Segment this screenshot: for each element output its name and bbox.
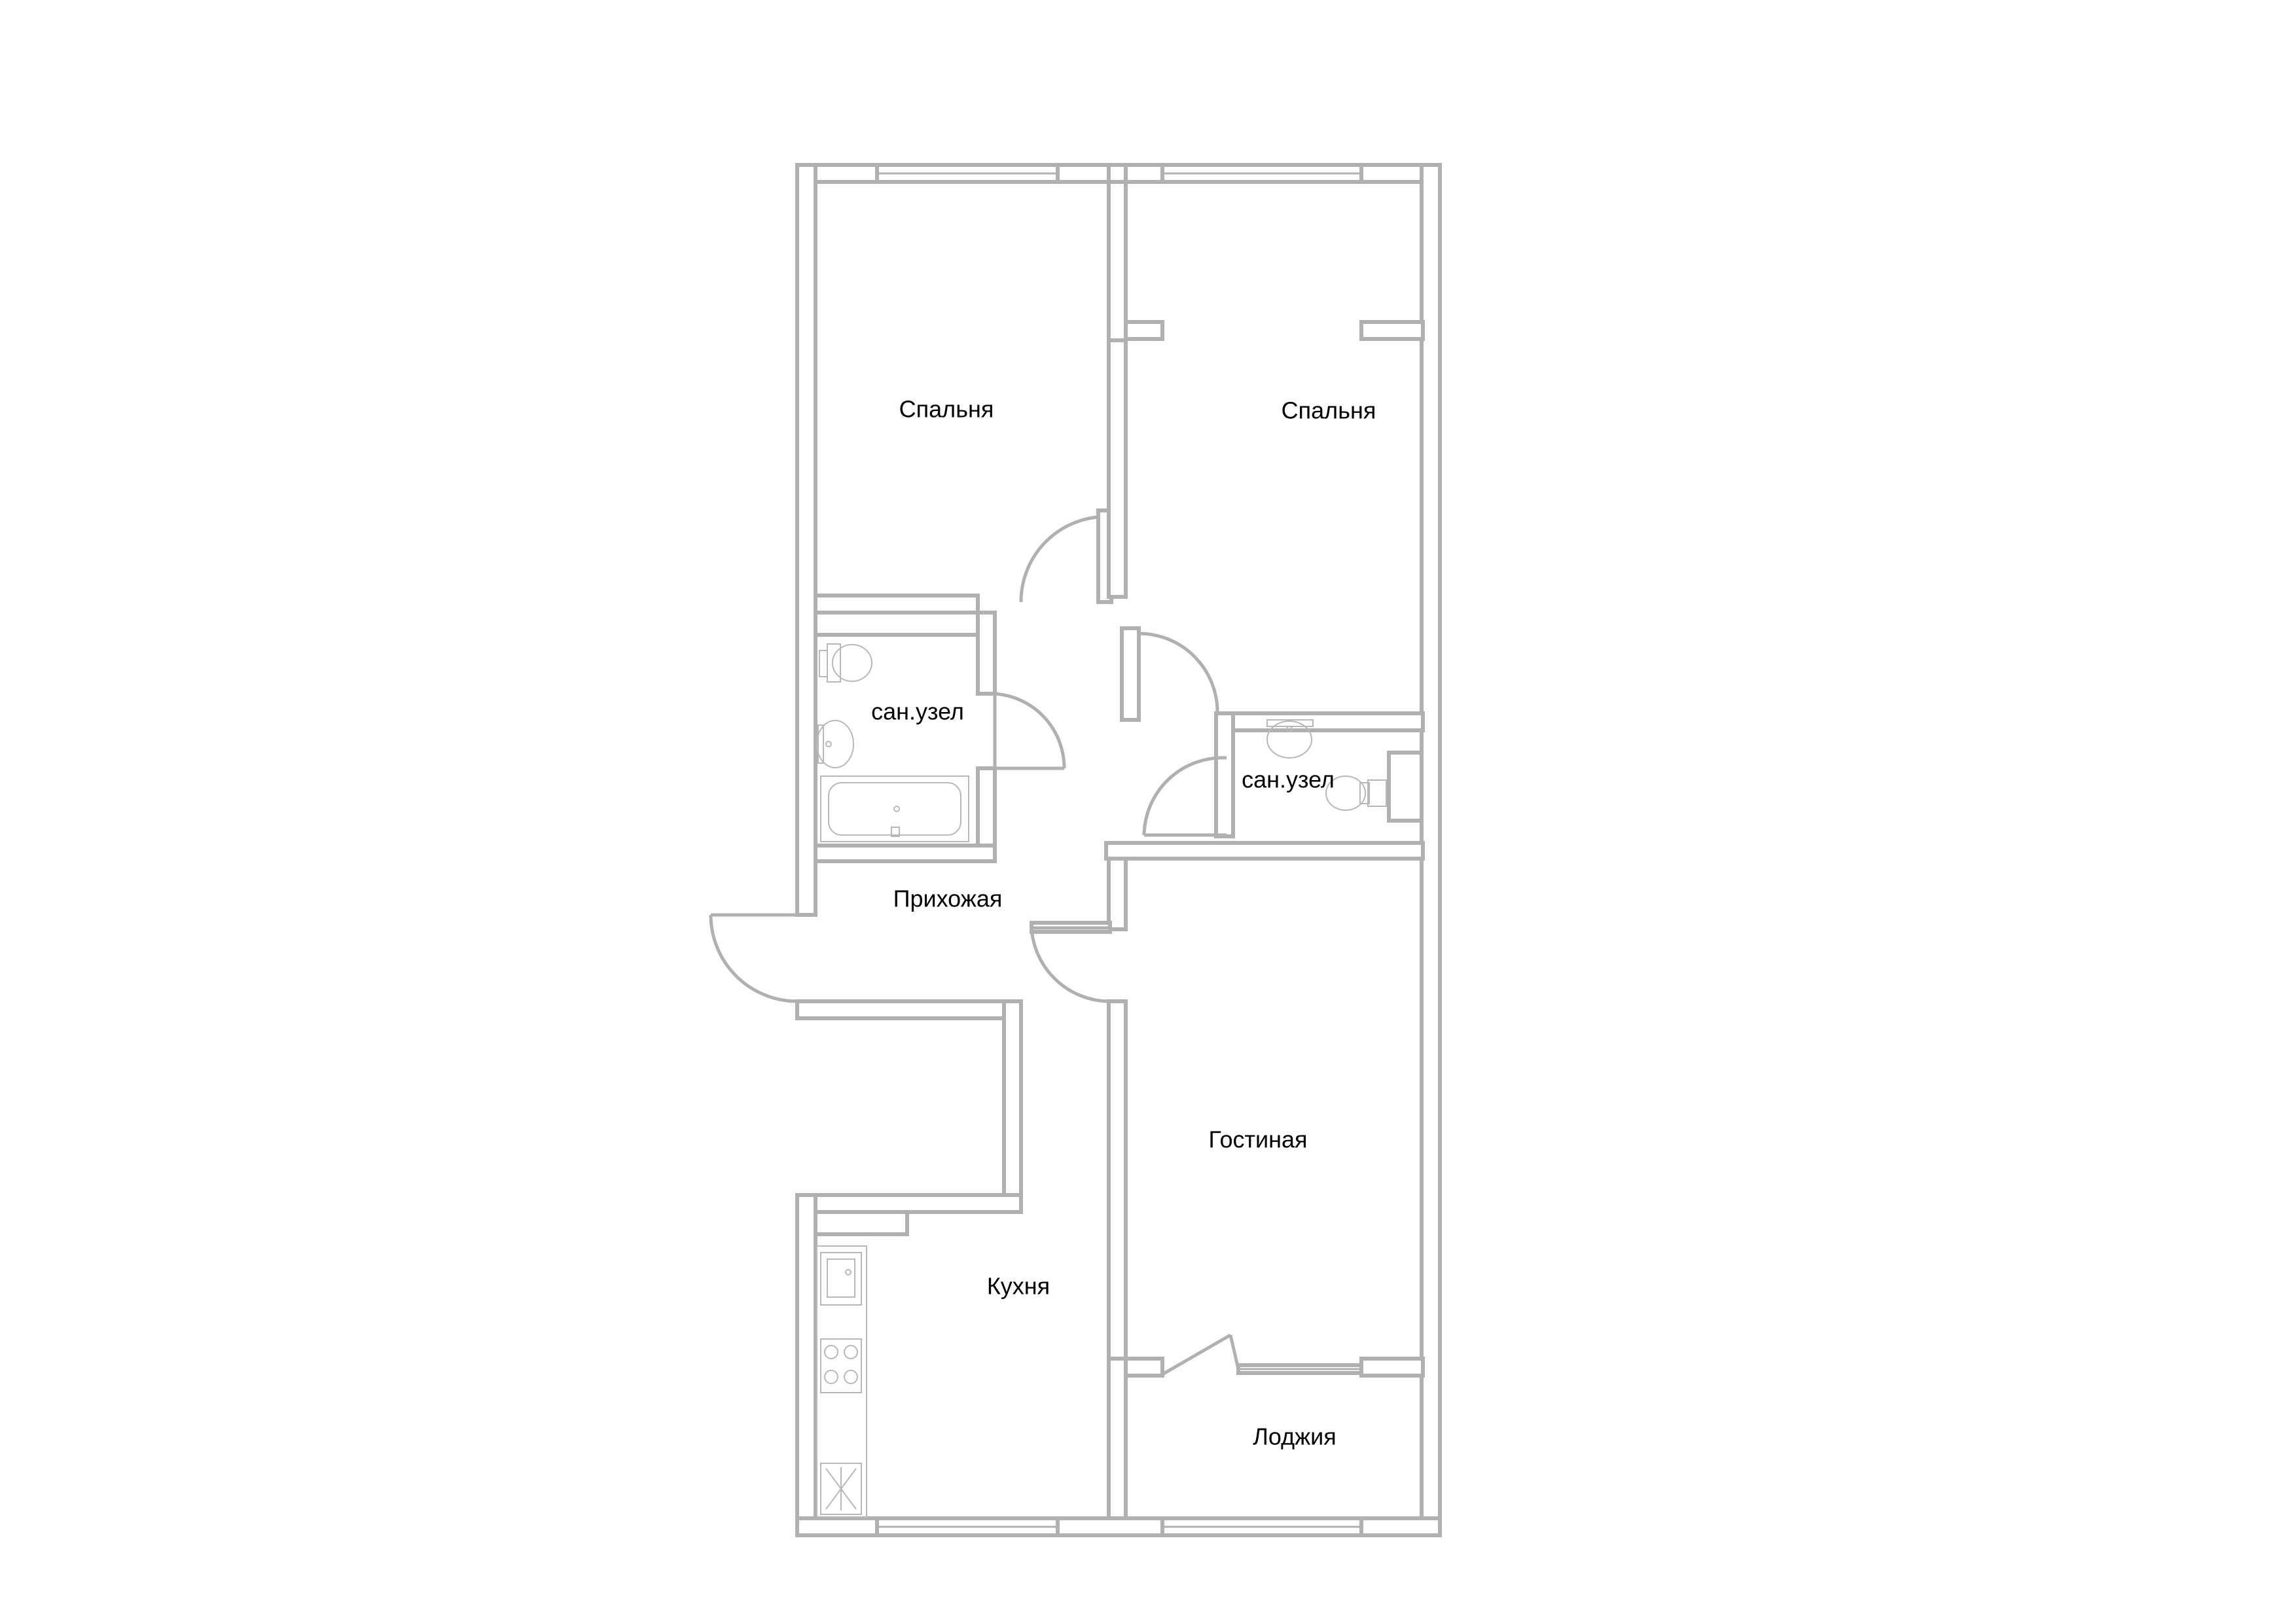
label-kitchen: Кухня <box>987 1273 1050 1300</box>
label-loggia: Лоджия <box>1253 1423 1336 1450</box>
outer-walls <box>795 163 1442 1537</box>
doors <box>709 515 1240 1376</box>
interior-walls <box>814 163 1425 1520</box>
sink-icon-left <box>816 720 854 768</box>
label-bathroom-right: сан.узел <box>1242 766 1335 793</box>
label-bathroom-left: сан.узел <box>871 698 964 725</box>
label-bedroom-left: Спальня <box>899 396 994 423</box>
label-bedroom-right: Спальня <box>1282 397 1376 424</box>
bathtub-icon-left <box>820 776 969 842</box>
toilet-icon-left <box>819 643 872 683</box>
kitchen-sink-icon <box>820 1252 862 1306</box>
label-hallway: Прихожая <box>893 885 1003 912</box>
label-living-room: Гостиная <box>1208 1126 1307 1153</box>
stove-icon <box>820 1338 862 1393</box>
left-bath-fixtures <box>816 643 969 842</box>
room-labels: Спальня Спальня сан.узел сан.узел Прихож… <box>871 396 1376 1450</box>
right-bath-fixtures <box>1266 719 1387 811</box>
kitchen-fixtures <box>816 1245 867 1518</box>
toilet-icon-right <box>1325 776 1387 811</box>
sink-icon-right <box>1266 719 1314 758</box>
fridge-icon <box>820 1463 862 1515</box>
